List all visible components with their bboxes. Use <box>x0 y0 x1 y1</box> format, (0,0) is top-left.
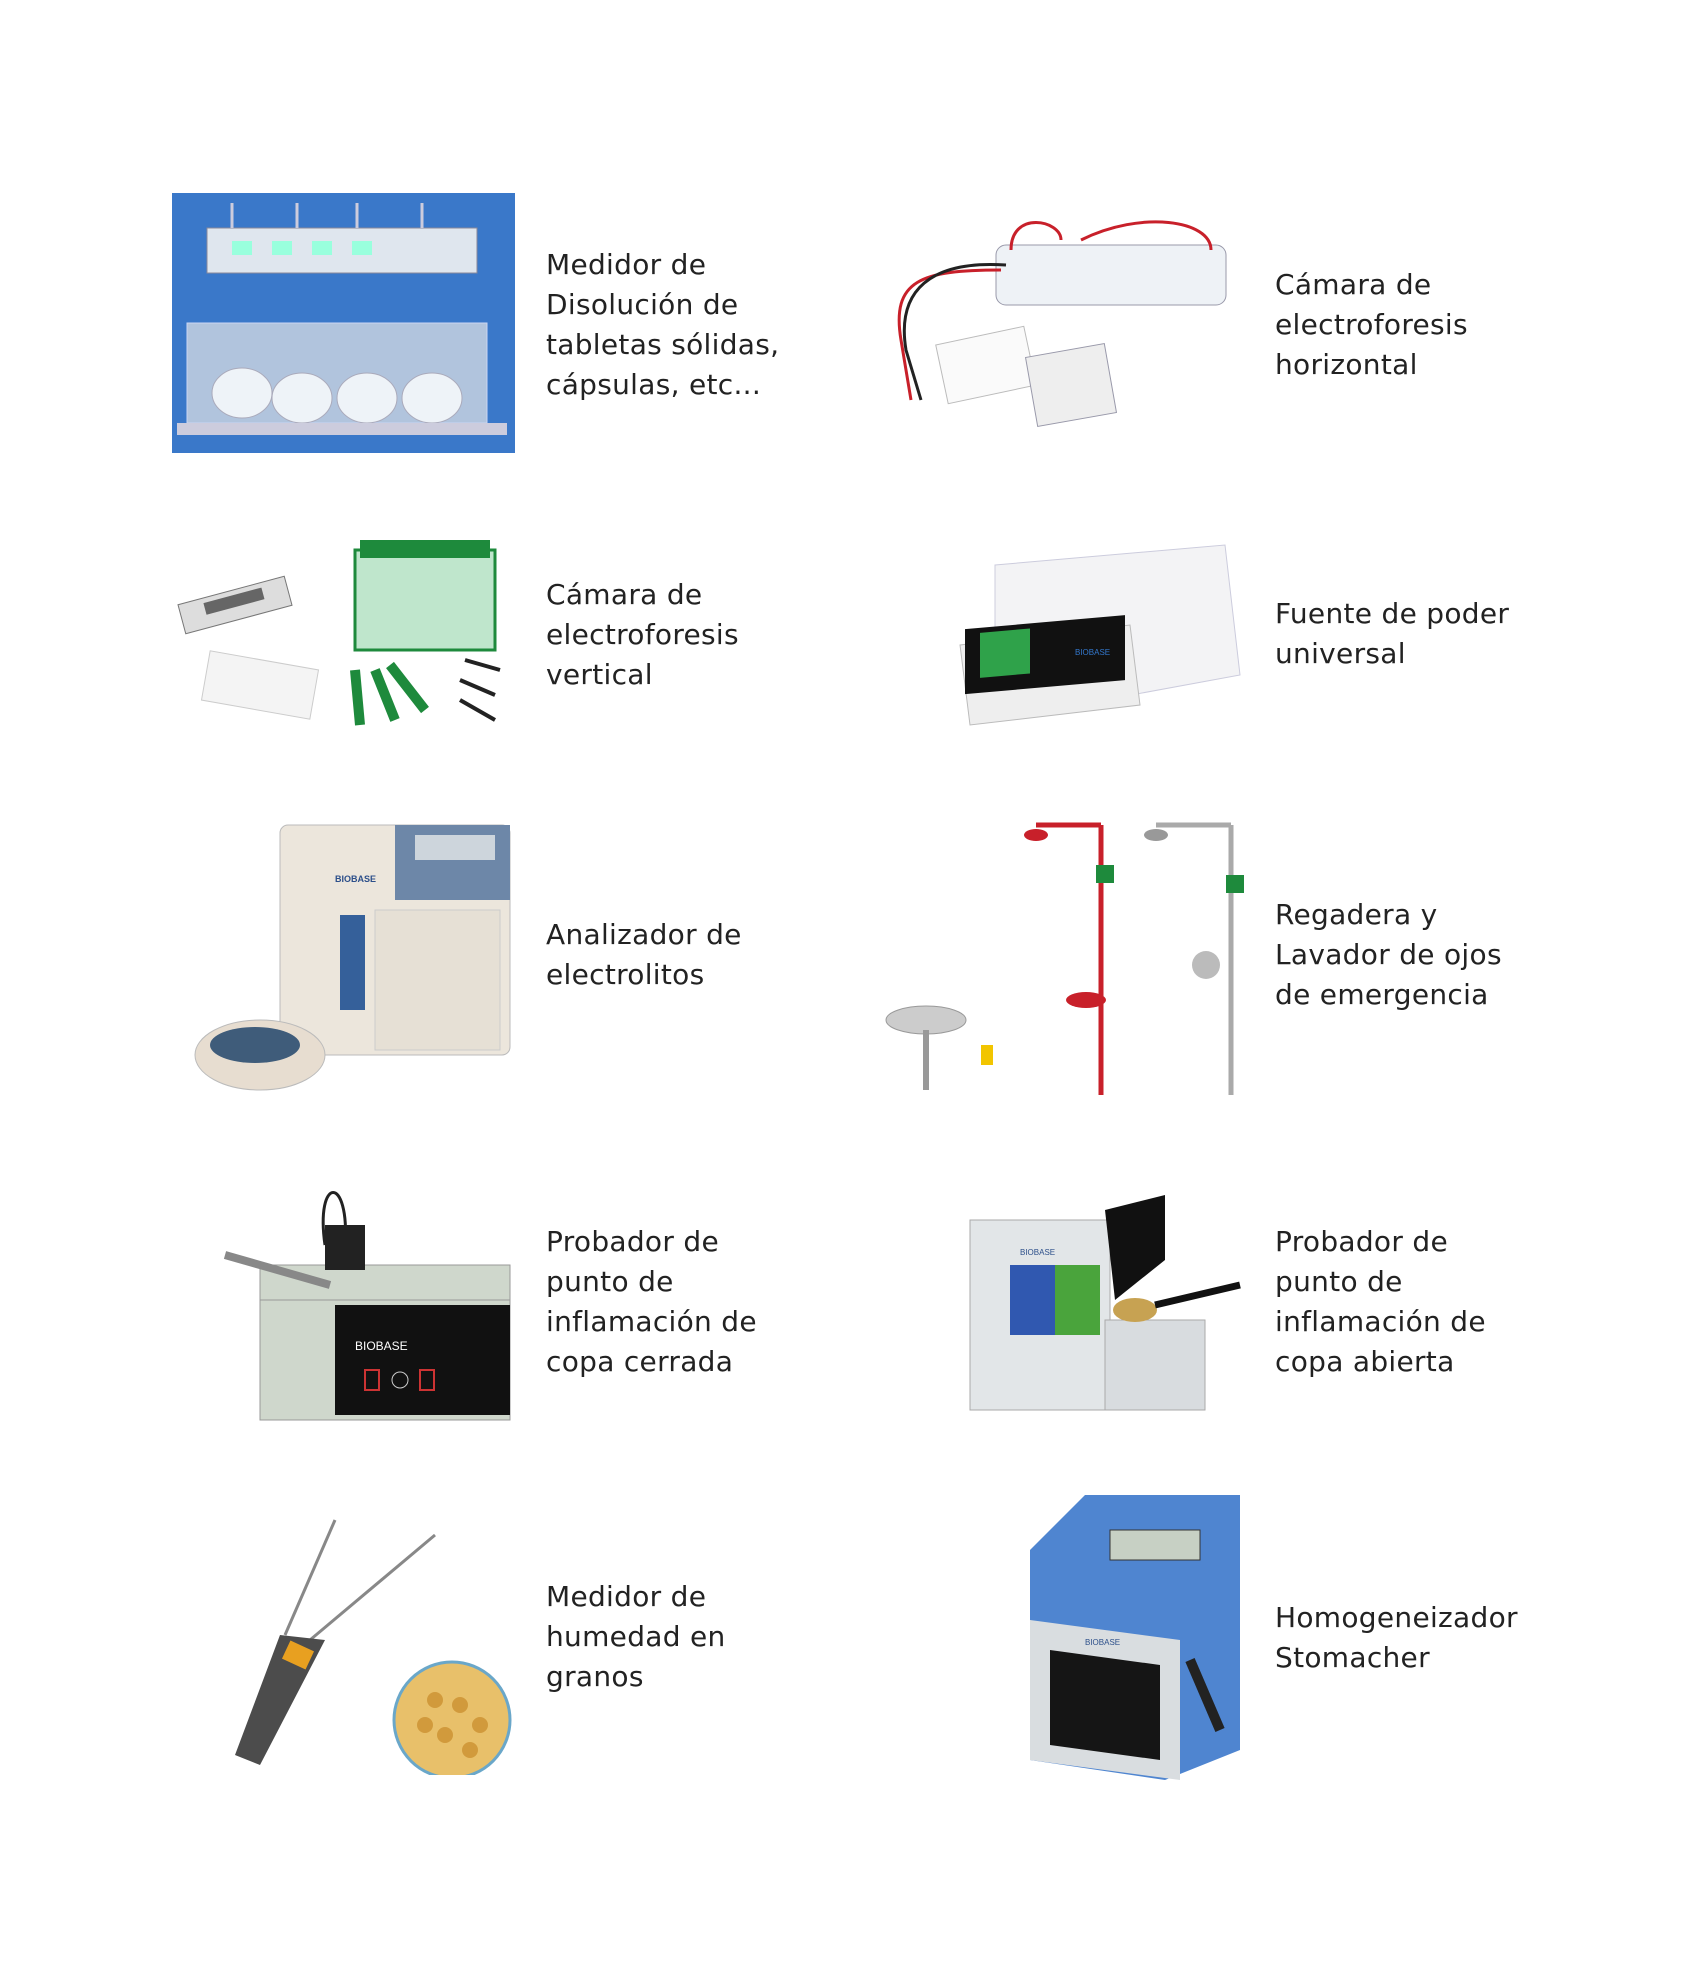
open-cup-flash-tester-image: BIOBASE <box>965 1190 1245 1415</box>
caption-open-cup-flash-tester: Probador de punto de inflamación de copa… <box>1275 1225 1486 1378</box>
caption-closed-cup-flash-tester: Probador de punto de inflamación de copa… <box>546 1225 757 1378</box>
caption-grain-moisture-meter: Medidor de humedad en granos <box>546 1580 726 1693</box>
vertical-electrophoresis-image <box>175 530 515 735</box>
stomacher-homogenizer-image: BIOBASE <box>1025 1490 1245 1785</box>
caption-stomacher-homogenizer: Homogeneizador Stomacher <box>1275 1601 1518 1674</box>
brand-logo: BIOBASE <box>1020 1248 1055 1257</box>
brand-logo: BIOBASE <box>335 874 376 884</box>
caption-horizontal-electrophoresis: Cámara de electroforesis horizontal <box>1275 268 1468 381</box>
brand-logo: BIOBASE <box>1075 648 1110 657</box>
closed-cup-flash-tester-image: BIOBASE <box>220 1175 515 1435</box>
horizontal-electrophoresis-image <box>881 210 1244 440</box>
power-supply-image: BIOBASE <box>955 535 1245 730</box>
dissolution-tester-image <box>172 193 515 453</box>
brand-logo: BIOBASE <box>1085 1638 1120 1647</box>
caption-emergency-shower: Regadera y Lavador de ojos de emergencia <box>1275 898 1502 1011</box>
emergency-shower-image <box>881 805 1246 1105</box>
electrolyte-analyzer-image: BIOBASE <box>190 820 515 1100</box>
caption-dissolution-tester: Medidor de Disolución de tabletas sólida… <box>546 248 780 401</box>
grain-moisture-meter-image <box>230 1505 515 1775</box>
caption-electrolyte-analyzer: Analizador de electrolitos <box>546 918 742 991</box>
caption-power-supply: Fuente de poder universal <box>1275 597 1510 670</box>
caption-vertical-electrophoresis: Cámara de electroforesis vertical <box>546 578 739 691</box>
brand-logo: BIOBASE <box>355 1339 408 1353</box>
